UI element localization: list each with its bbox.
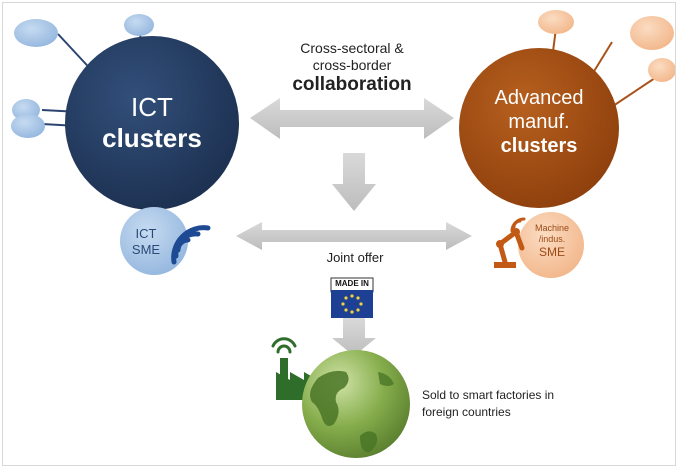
robot-arm-icon — [494, 228, 525, 268]
wifi-icon — [171, 225, 211, 265]
ict-cluster-node — [65, 36, 239, 210]
down-arrow-globe — [332, 318, 376, 356]
sold-label: Sold to smart factories in foreign count… — [422, 388, 622, 420]
manuf-sme-line1: Machine — [534, 223, 570, 233]
manuf-cluster-line2: manuf. — [508, 111, 570, 133]
manuf-satellite-node — [648, 58, 676, 82]
manuf-sme-line3: SME — [538, 244, 565, 259]
ict-satellite-node — [11, 114, 45, 138]
sold-line2: foreign countries — [422, 405, 511, 420]
collaboration-arrow — [250, 98, 454, 139]
manuf-cluster-line1: Advanced — [494, 87, 584, 109]
manuf-cluster-line3: clusters — [500, 135, 578, 157]
eu-flag — [331, 290, 373, 318]
manuf-cluster-node — [459, 48, 619, 208]
ict-cluster-line2: clusters — [102, 123, 202, 154]
collaboration-line3: collaboration — [292, 73, 412, 95]
manuf-sme-label: Machine /indus. SME — [524, 223, 580, 259]
ict-sme-line2: SME — [131, 241, 161, 257]
ict-satellite-node — [14, 19, 58, 47]
manuf-cluster-label: Advanced manuf. clusters — [469, 86, 609, 158]
manuf-satellite-node — [538, 10, 574, 34]
ict-sme-node — [120, 207, 188, 275]
ict-sme-line1: ICT — [135, 226, 157, 241]
wifi-icon — [510, 217, 526, 233]
collaboration-line1: Cross-sectoral & — [300, 40, 404, 56]
manuf-sme-node — [518, 212, 584, 278]
collaboration-line2: cross-border — [312, 56, 392, 73]
ict-sme-label: ICT SME — [118, 226, 174, 257]
ict-satellite-node — [124, 14, 154, 36]
joint-offer-arrow — [236, 222, 472, 250]
down-arrow-middle — [332, 153, 376, 211]
ict-cluster-label: ICT clusters — [82, 92, 222, 154]
manuf-satellite-node — [630, 16, 674, 50]
joint-offer-label: Joint offer — [326, 250, 384, 265]
made-in-eu-badge — [330, 277, 374, 318]
ict-cluster-line1: ICT — [131, 92, 173, 122]
made-in-label: MADE IN — [335, 279, 369, 288]
sold-line1: Sold to smart factories in — [422, 388, 555, 402]
globe-icon — [302, 350, 410, 458]
manuf-sme-line2: /indus. — [538, 233, 566, 244]
collaboration-label: Cross-sectoral & cross-border collaborat… — [262, 40, 442, 96]
